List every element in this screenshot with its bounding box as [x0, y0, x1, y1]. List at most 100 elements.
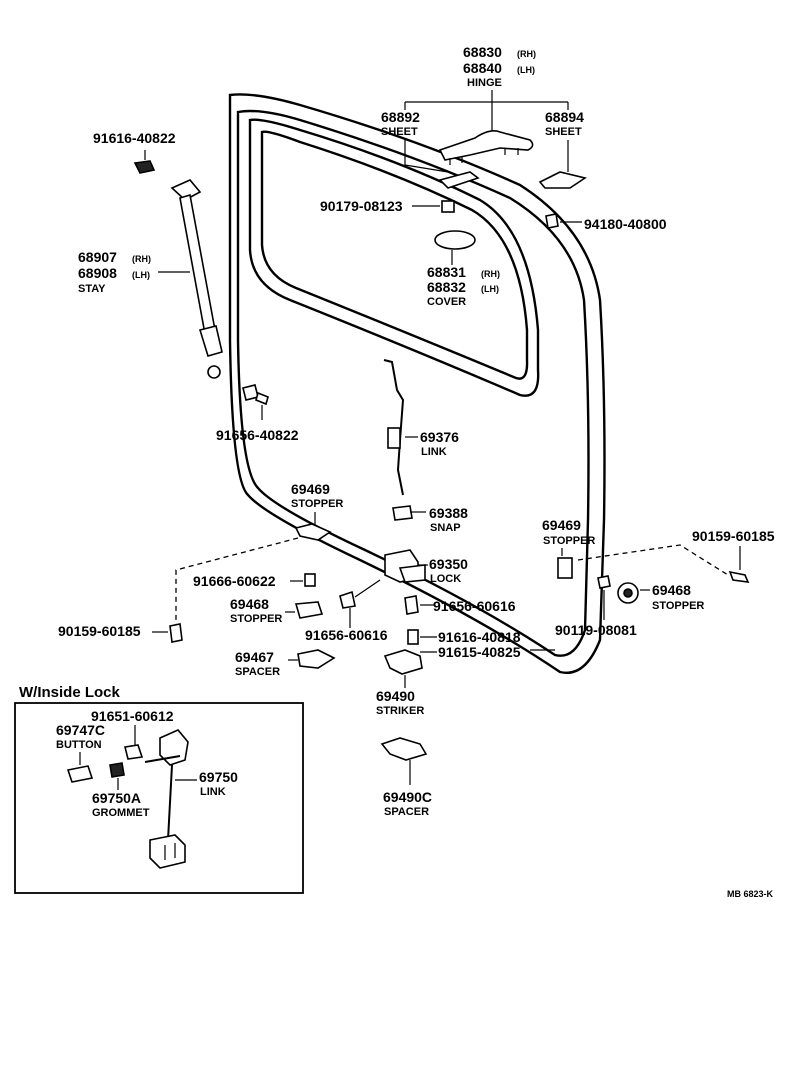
stopper-468-left-part [294, 601, 324, 619]
stopper-468-right-name: STOPPER [652, 600, 704, 612]
stopper-left-name: STOPPER [291, 498, 343, 510]
spacer-number: 69467 [235, 649, 274, 665]
hinge-rh-tag: (RH) [517, 49, 536, 59]
inside-lock-box [14, 702, 304, 894]
bolt-91656-40822-shank [255, 391, 269, 406]
inside-lock-mechanism [144, 729, 189, 841]
stopper-468-left-name: STOPPER [230, 613, 282, 625]
bolt-90119-part [597, 575, 611, 589]
button-name: BUTTON [56, 739, 102, 751]
link-top-name: LINK [421, 446, 447, 458]
bolt-91616-40818-label: 91616-40818 [438, 629, 521, 645]
cover-name: COVER [427, 296, 466, 308]
lock-link-line [354, 579, 381, 598]
grommet-name: GROMMET [92, 807, 150, 819]
bolt-91656-60616-a-label: 91656-60616 [433, 598, 516, 614]
link-top-number: 69376 [420, 429, 459, 445]
bolt-top-left-part [133, 160, 156, 174]
stay-rh-tag: (RH) [132, 254, 151, 264]
stopper-right-number: 69469 [542, 517, 581, 533]
bolt-top-left-label: 91616-40822 [93, 130, 176, 146]
dashed-line-right [577, 544, 729, 576]
bolt-91656-40822-head [242, 384, 259, 401]
stopper-468-right-center [623, 588, 633, 598]
bolt-91616-40818-part [407, 629, 419, 645]
sheet-b-part [538, 171, 587, 189]
sheet-a-number: 68892 [381, 109, 420, 125]
bolt-90159-left-label: 90159-60185 [58, 623, 141, 639]
spacer-c-part [380, 737, 428, 761]
door-frame [228, 93, 606, 675]
sheet-a-name: SHEET [381, 126, 418, 138]
hinge-lh-tag: (LH) [517, 65, 535, 75]
hinge-part [438, 130, 534, 165]
spacer-part [297, 649, 336, 669]
snap-number: 69388 [429, 505, 468, 521]
lock-number: 69350 [429, 556, 468, 572]
inside-lock-body [149, 834, 186, 869]
sheet-b-number: 68894 [545, 109, 584, 125]
bolt-91651-part [124, 744, 144, 760]
striker-part [383, 649, 423, 675]
bolt-90159-right-label: 90159-60185 [692, 528, 775, 544]
bolt-91666-part [304, 573, 316, 587]
stay-lh-number: 68908 [78, 265, 117, 281]
bolt-90179-part [441, 200, 455, 213]
bolt-91666-label: 91666-60622 [193, 573, 276, 589]
reference-code: MB 6823-K [727, 889, 774, 899]
stopper-left-number: 69469 [291, 481, 330, 497]
bolt-90179-label: 90179-08123 [320, 198, 403, 214]
hinge-name: HINGE [467, 77, 502, 89]
bolt-91656-60616-b-label: 91656-60616 [305, 627, 388, 643]
hinge-leader [404, 90, 569, 135]
striker-name: STRIKER [376, 705, 424, 717]
bolt-91656-40822-label: 91656-40822 [216, 427, 299, 443]
stay-name: STAY [78, 283, 106, 295]
inside-lock-title: W/Inside Lock [19, 684, 121, 701]
stay-lh-tag: (LH) [132, 270, 150, 280]
spacer-c-number: 69490C [383, 789, 432, 805]
dashed-line-left [175, 537, 299, 628]
bolt-90119-label: 90119-08081 [555, 622, 637, 638]
bolt-91656-60616-b-part [339, 590, 356, 609]
sheet-a-part [438, 171, 480, 189]
stopper-468-right-number: 69468 [652, 582, 691, 598]
stopper-left-part [294, 523, 332, 541]
stay-rh-number: 68907 [78, 249, 117, 265]
link-inset-number: 69750 [199, 769, 238, 785]
snap-name: SNAP [430, 522, 461, 534]
sheet-b-name: SHEET [545, 126, 582, 138]
stopper-468-left-number: 69468 [230, 596, 269, 612]
snap-part [392, 505, 413, 521]
bolt-90159-right-part [728, 570, 750, 583]
sheet-a-leader [404, 140, 449, 173]
bolt-90159-left-part [169, 623, 183, 643]
spacer-name: SPACER [235, 666, 280, 678]
link-top-part [383, 359, 405, 496]
stopper-right-part [557, 557, 573, 579]
stopper-right-name: STOPPER [543, 535, 595, 547]
cover-rh-number: 68831 [427, 264, 466, 280]
cover-lh-tag: (LH) [481, 284, 499, 294]
button-number: 69747C [56, 722, 105, 738]
spacer-c-name: SPACER [384, 806, 429, 818]
cover-lh-number: 68832 [427, 279, 466, 295]
bolt-94180-label: 94180-40800 [584, 216, 667, 232]
grommet-number: 69750A [92, 790, 141, 806]
cover-part [434, 230, 476, 250]
link-inset-name: LINK [200, 786, 226, 798]
hinge-lh-number: 68840 [463, 60, 502, 76]
button-part [66, 765, 94, 783]
bolt-91656-60616-a-part [404, 595, 419, 615]
stay-part [170, 179, 223, 379]
striker-number: 69490 [376, 688, 415, 704]
bolt-94180-part [545, 213, 559, 229]
bolt-91615-40825-label: 91615-40825 [438, 644, 521, 660]
cover-rh-tag: (RH) [481, 269, 500, 279]
bolt-91651-label: 91651-60612 [91, 708, 174, 724]
lock-part [384, 549, 426, 583]
grommet-part [109, 762, 125, 778]
lock-name: LOCK [430, 573, 461, 585]
hinge-rh-number: 68830 [463, 44, 502, 60]
